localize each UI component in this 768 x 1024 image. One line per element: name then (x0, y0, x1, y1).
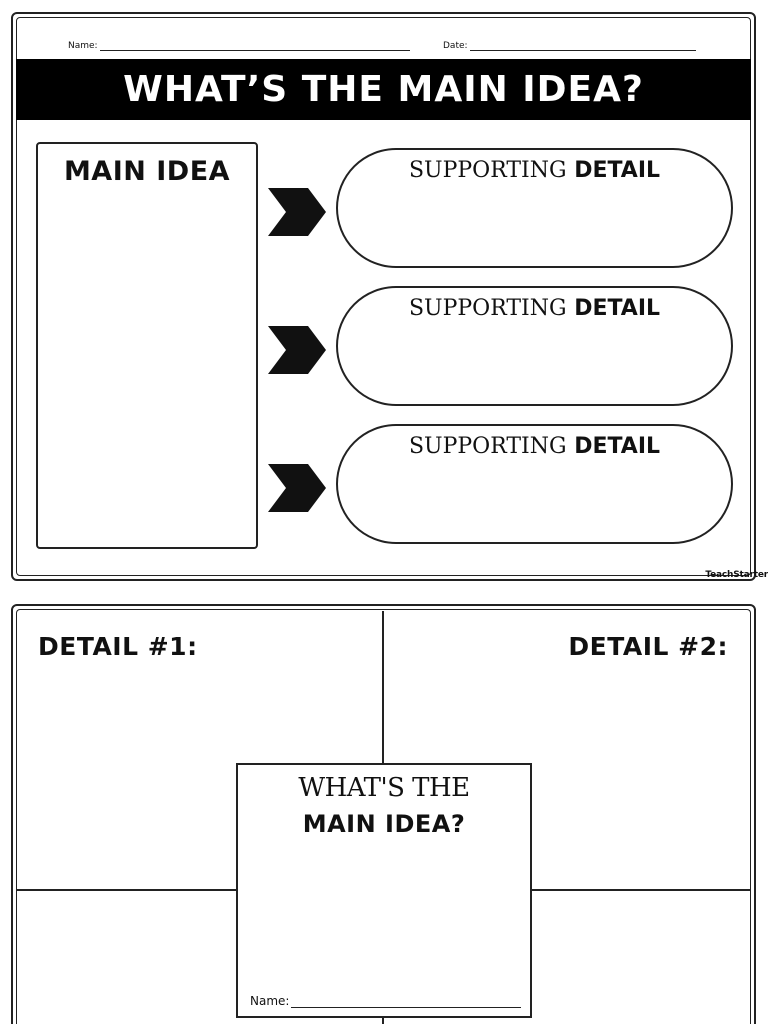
supporting-detail-box-2[interactable]: SUPPORTING DETAIL (336, 286, 733, 406)
main-idea-card[interactable]: WHAT'S THE MAIN IDEA? Name: (236, 763, 532, 1018)
supporting-detail-title: SUPPORTING DETAIL (338, 293, 731, 321)
worksheet-1-inner-border (16, 17, 751, 576)
page-title: WHAT’S THE MAIN IDEA? (123, 69, 644, 110)
card-name-field[interactable]: Name: (250, 994, 522, 1008)
chevron-right-icon (268, 326, 326, 374)
supporting-detail-title: SUPPORTING DETAIL (338, 155, 731, 183)
detail-label: DETAIL (574, 434, 661, 459)
supporting-label: SUPPORTING (408, 296, 567, 321)
brand-logo: TeachStarter (705, 570, 768, 580)
main-idea-title: MAIN IDEA (63, 156, 231, 187)
card-name-underline[interactable] (291, 1006, 522, 1008)
card-title-line-1: WHAT'S THE (298, 773, 470, 803)
detail-1-label: DETAIL #1: (38, 632, 198, 661)
supporting-label: SUPPORTING (408, 158, 567, 183)
chevron-right-icon (268, 188, 326, 236)
supporting-detail-box-3[interactable]: SUPPORTING DETAIL (336, 424, 733, 544)
date-underline[interactable] (469, 49, 696, 51)
chevron-right-icon (268, 464, 326, 512)
worksheet-1: Name: Date: WHAT’S THE MAIN IDEA? MAIN I… (11, 12, 756, 581)
worksheet-2 (11, 604, 756, 1024)
name-field[interactable]: Name: (68, 41, 410, 51)
worksheet-2-inner-border (16, 609, 751, 1024)
detail-2-label: DETAIL #2: (568, 632, 728, 661)
page-title-banner: WHAT’S THE MAIN IDEA? (16, 59, 751, 120)
date-label: Date: (443, 41, 468, 51)
card-name-label: Name: (250, 994, 290, 1008)
main-idea-box[interactable]: MAIN IDEA (36, 142, 258, 549)
card-title-line-2: MAIN IDEA? (302, 810, 466, 838)
date-field[interactable]: Date: (443, 41, 696, 51)
name-label: Name: (68, 41, 98, 51)
detail-label: DETAIL (574, 296, 661, 321)
supporting-label: SUPPORTING (408, 434, 567, 459)
supporting-detail-box-1[interactable]: SUPPORTING DETAIL (336, 148, 733, 268)
supporting-detail-title: SUPPORTING DETAIL (338, 431, 731, 459)
name-underline[interactable] (99, 49, 410, 51)
detail-label: DETAIL (574, 158, 661, 183)
